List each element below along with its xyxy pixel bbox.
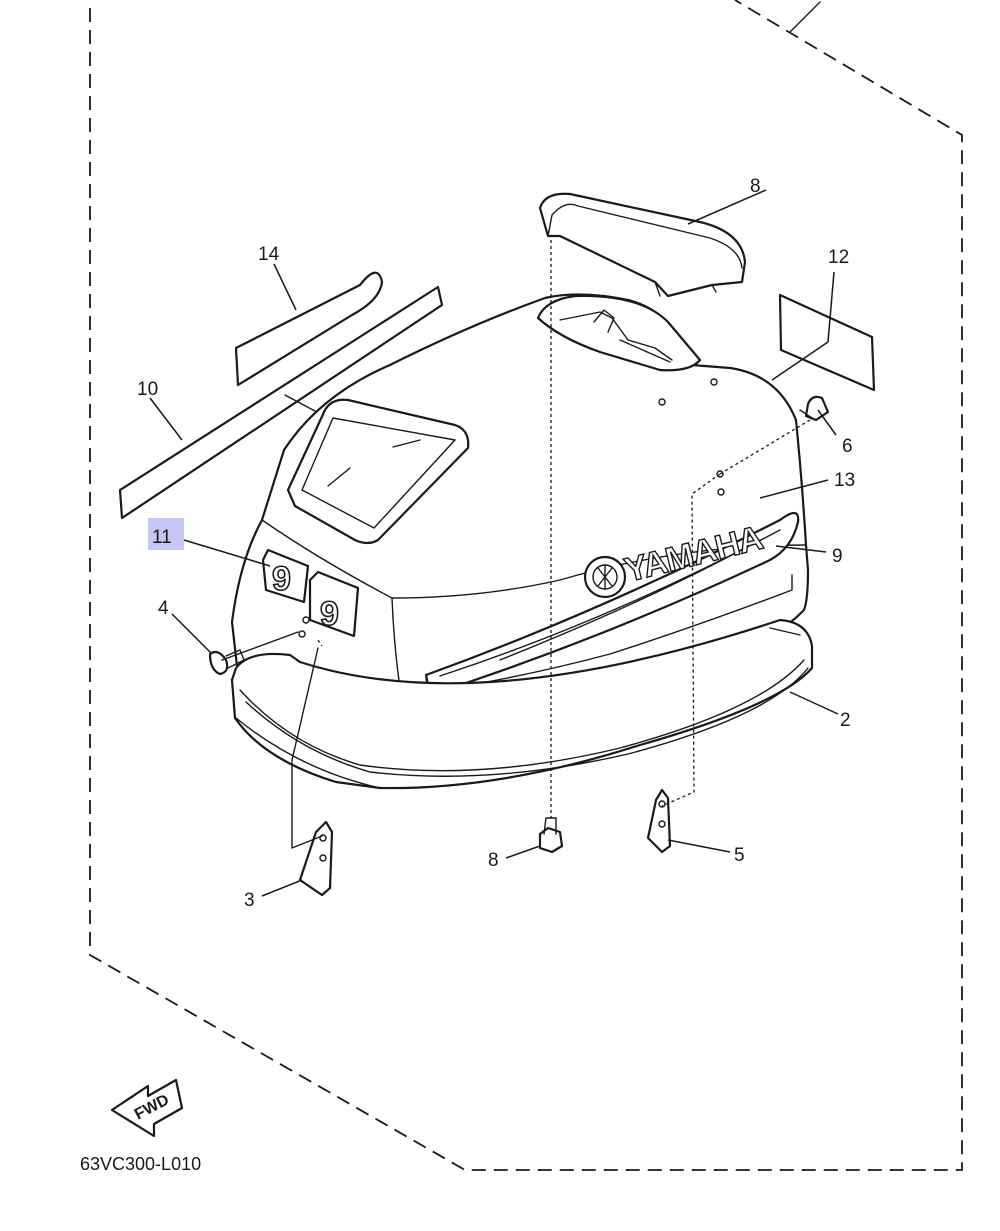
callout-2[interactable]: 2 (840, 710, 851, 731)
callout-12[interactable]: 12 (828, 247, 849, 268)
part-2-seal[interactable] (230, 618, 814, 790)
callout-6[interactable]: 6 (842, 436, 853, 457)
installation-lines-solid (221, 631, 323, 849)
leader-lines (149, 189, 839, 897)
part-5-bracket[interactable] (646, 788, 672, 854)
fwd-arrow-icon: FWD (110, 1078, 184, 1138)
part-6-bolt[interactable] (799, 395, 830, 422)
callout-labels: 8 14 12 10 6 13 9 11 4 2 8 5 3 (137, 176, 855, 911)
part-11-model-badges[interactable]: 9 9 (261, 548, 360, 638)
callout-11[interactable]: 11 (152, 527, 172, 548)
part-9-side-stripe[interactable] (424, 511, 800, 697)
callout-4[interactable]: 4 (158, 598, 169, 619)
callout-5[interactable]: 5 (734, 845, 745, 866)
callout-11-highlight (148, 518, 184, 550)
part-3-bracket[interactable] (298, 820, 334, 897)
callout-7[interactable]: 8 (750, 176, 761, 197)
callout-9[interactable]: 9 (832, 546, 843, 567)
model-decal-text-2: 9 (320, 595, 339, 633)
installation-lines (317, 240, 811, 818)
callout-14[interactable]: 14 (258, 244, 280, 265)
callout-10[interactable]: 10 (137, 379, 158, 400)
callout-8[interactable]: 8 (488, 850, 499, 871)
model-decal-text-1: 9 (272, 560, 291, 598)
callout-13[interactable]: 13 (834, 470, 855, 491)
part-4-screw[interactable] (208, 649, 245, 676)
part-7-lid[interactable] (538, 192, 747, 298)
callout-3[interactable]: 3 (244, 890, 255, 911)
part-14-decal[interactable] (234, 271, 384, 387)
assembly-frame (89, 0, 963, 1171)
part-8-bolt[interactable] (538, 817, 564, 854)
diagram-code: 63VC300-L010 (80, 1154, 201, 1174)
